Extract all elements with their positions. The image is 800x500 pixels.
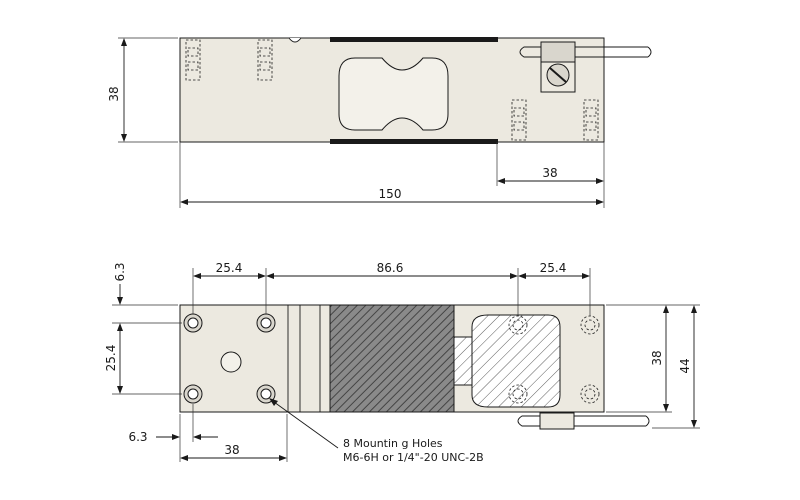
side-offset-label: 6.3	[128, 430, 147, 444]
overall-height-label: 44	[678, 358, 692, 373]
top-notch	[288, 37, 302, 43]
top-end-segment-label: 38	[542, 166, 557, 180]
mounting-hole-7	[508, 384, 528, 404]
bottom-strain-bar	[330, 139, 498, 144]
strain-gauge-area	[329, 304, 455, 413]
mounting-hole-1	[183, 313, 203, 333]
top-offset-label: 6.3	[113, 262, 127, 281]
hole-vertical-spacing-label: 25.4	[104, 345, 118, 372]
cable	[519, 46, 652, 58]
top-offset-dimension: 6.3	[112, 262, 178, 306]
bottom-view	[179, 304, 650, 430]
top-total-length-dimension: 150	[179, 142, 604, 208]
top-height-dimension: 38	[107, 37, 178, 143]
top-total-length-label: 150	[379, 187, 402, 201]
thread-hole-hidden-2	[257, 39, 273, 81]
mounting-hole-8	[580, 384, 600, 404]
top-end-segment-dimension: 38	[496, 142, 605, 208]
callout-line-1: 8 Mountin g Holes	[343, 437, 443, 450]
hole-spacing-left-label: 25.4	[216, 261, 243, 275]
bottom-cable	[517, 412, 650, 430]
mounting-hole-2	[256, 313, 276, 333]
hole-spacing-right-label: 25.4	[540, 261, 567, 275]
top-strain-bar	[330, 37, 498, 42]
top-height-label: 38	[107, 86, 121, 101]
hole-vertical-spacing-dimension: 25.4	[104, 322, 182, 395]
overall-height-dimension: 44	[652, 305, 700, 429]
side-offset-dimension: 6.3	[128, 404, 218, 462]
body-height-label: 38	[650, 350, 664, 365]
mounting-hole-3	[183, 384, 203, 404]
base-segment-dimension: 38	[180, 414, 288, 462]
connector-tab	[453, 336, 475, 386]
body-height-dimension: 38	[606, 304, 700, 413]
bottom-top-chain-dimension: 25.4 86.6 25.4	[192, 261, 591, 316]
hatched-pad	[471, 314, 561, 408]
base-segment-label: 38	[224, 443, 239, 457]
center-hole	[220, 351, 242, 373]
mounting-holes-callout: 8 Mountin g Holes M6-6H or 1/4"-20 UNC-2…	[269, 398, 484, 464]
binocular-cutout	[338, 57, 449, 131]
center-span-label: 86.6	[377, 261, 404, 275]
top-view	[179, 37, 652, 144]
thread-hole-hidden-4	[583, 99, 599, 141]
thread-hole-hidden-3	[511, 99, 527, 141]
thread-hole-hidden-1	[185, 39, 201, 81]
callout-line-2: M6-6H or 1/4"-20 UNC-2B	[343, 451, 484, 464]
cable-clamp	[540, 41, 576, 93]
